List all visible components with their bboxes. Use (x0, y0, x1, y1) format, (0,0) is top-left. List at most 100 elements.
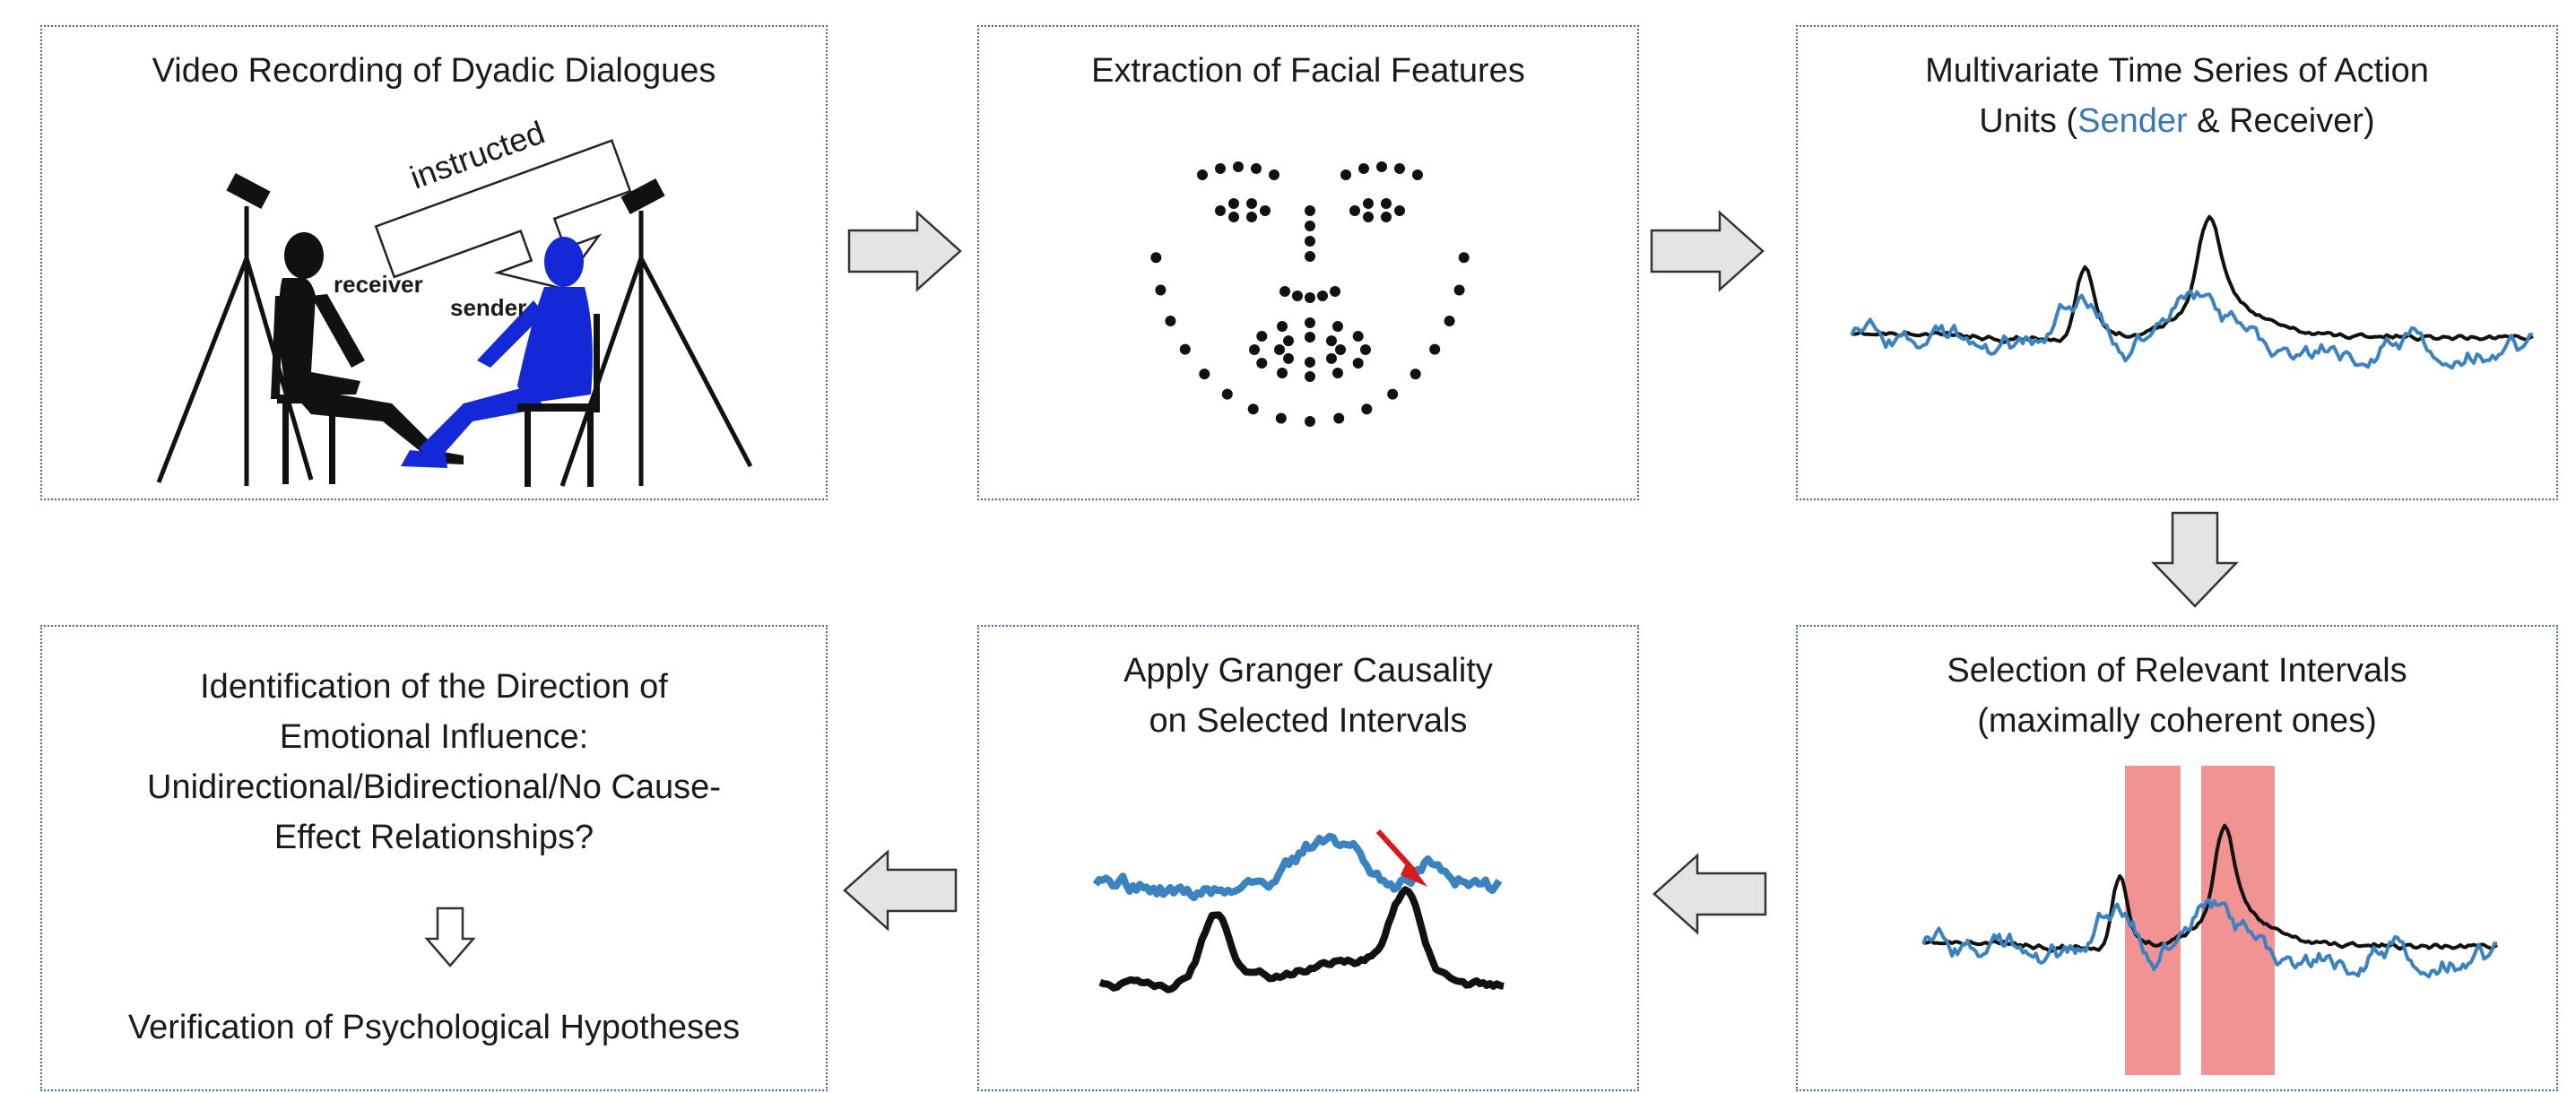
landmark-dot (1275, 412, 1287, 424)
landmark-dot (1444, 316, 1455, 326)
landmark-dot (1305, 292, 1315, 303)
identification-line4: Effect Relationships? (273, 819, 594, 856)
landmark-dot (1249, 344, 1260, 355)
landmark-dot (1233, 161, 1244, 172)
sender-series (1092, 832, 1503, 902)
landmark-dot (1332, 368, 1343, 378)
landmark-dot (1279, 286, 1290, 297)
landmark-dot (1335, 344, 1346, 355)
identification-line1: Identification of the Direction of (200, 668, 668, 706)
landmark-dot (1394, 205, 1405, 216)
right-arrow-icon (847, 210, 962, 292)
landmark-dot (1360, 344, 1371, 355)
panel-title-line1: Multivariate Time Series of Action (1925, 52, 2429, 90)
receiver-figure (271, 232, 464, 484)
landmark-dot (1340, 169, 1351, 180)
panel-title: Video Recording of Dyadic Dialogues (152, 52, 716, 90)
landmark-dot (1376, 161, 1387, 172)
sender-label: sender (450, 294, 527, 321)
landmark-dot (1458, 252, 1470, 264)
panel-identification: Identification of the Direction of Emoti… (40, 625, 828, 1091)
landmark-dot (1305, 251, 1315, 262)
landmark-dot (1409, 369, 1421, 380)
receiver-series (1922, 823, 2499, 953)
landmark-dot (1277, 321, 1288, 332)
dyadic-recording-illustration (156, 139, 753, 487)
identification-line2: Emotional Influence: (279, 718, 589, 756)
landmark-dot (1251, 163, 1262, 174)
panel-video-recording: Video Recording of Dyadic Dialogues (40, 25, 828, 500)
panel-title-line2: Units (Sender & Receiver) (1979, 102, 2375, 140)
sender-chair (517, 314, 600, 487)
landmark-dot (1352, 358, 1364, 369)
landmark-dot (1256, 331, 1268, 342)
landmark-dot (1317, 291, 1328, 301)
landmark-dot (1358, 163, 1369, 174)
panel-granger-causality: Apply Granger Causality on Selected Inte… (977, 625, 1639, 1091)
landmark-dot (1246, 198, 1257, 209)
landmark-dot (1381, 212, 1392, 222)
multivariate-time-series-plot (1850, 214, 2534, 370)
selected-interval-2 (2201, 766, 2275, 1075)
landmark-dot (1332, 321, 1343, 332)
right-camera-icon (559, 178, 753, 487)
verification-text: Verification of Psychological Hypotheses (127, 1009, 741, 1046)
panel-time-series: Multivariate Time Series of Action Units… (1796, 25, 2558, 500)
left-arrow-icon (843, 849, 958, 932)
landmark-dot (1387, 388, 1399, 400)
right-arrow-icon (1650, 210, 1765, 292)
landmark-dot (1305, 317, 1315, 328)
landmark-dot (1326, 335, 1337, 347)
landmark-dot (1363, 198, 1374, 209)
landmark-dot (1412, 169, 1423, 180)
landmark-dot (1256, 358, 1268, 369)
sender-legend-label: Sender (2077, 102, 2188, 140)
landmark-dot (1305, 236, 1315, 247)
landmark-dot (1283, 352, 1294, 364)
landmark-dot (1453, 284, 1465, 296)
facial-landmarks-illustration (1150, 161, 1470, 427)
left-arrow-icon (1652, 853, 1767, 935)
sender-figure (401, 237, 593, 468)
landmark-dot (1381, 198, 1392, 209)
landmark-dot (1305, 357, 1315, 368)
landmark-dot (1215, 163, 1226, 174)
landmark-dot (1305, 371, 1315, 382)
selected-intervals-plot (1921, 766, 2499, 1075)
landmark-dot (1179, 343, 1191, 355)
landmark-dot (1247, 403, 1259, 415)
left-camera-icon (156, 172, 314, 486)
landmark-dot (1349, 205, 1360, 216)
landmark-dot (1274, 344, 1285, 355)
landmark-dot (1283, 335, 1294, 347)
panel-interval-selection: Selection of Relevant Intervals (maximal… (1796, 625, 2558, 1091)
receiver-label: receiver (334, 271, 423, 298)
landmark-dot (1260, 205, 1271, 216)
landmark-dot (1429, 343, 1441, 355)
landmark-dot (1199, 369, 1210, 380)
sender-series (1850, 289, 2534, 370)
panel-title-line1: Apply Granger Causality (1123, 652, 1493, 690)
landmark-dot (1277, 368, 1288, 378)
landmark-dot (1330, 286, 1340, 297)
landmark-dot (1150, 252, 1162, 264)
landmark-dot (1197, 169, 1208, 180)
panel-title: Extraction of Facial Features (1091, 52, 1525, 90)
landmark-dot (1269, 169, 1279, 180)
identification-line3: Unidirectional/Bidirectional/No Cause- (147, 768, 721, 806)
landmark-dot (1155, 284, 1167, 296)
landmark-dots (1150, 161, 1470, 427)
receiver-series (1098, 886, 1505, 993)
landmark-dot (1292, 291, 1303, 301)
landmark-dot (1246, 212, 1257, 222)
landmark-dot (1221, 388, 1233, 400)
receiver-series (1851, 214, 2534, 344)
landmark-dot (1363, 212, 1374, 222)
landmark-dot (1305, 205, 1315, 216)
landmark-dot (1333, 412, 1345, 424)
panel-facial-features: Extraction of Facial Features (977, 25, 1639, 500)
landmark-dot (1326, 352, 1337, 364)
panel-title-line1: Selection of Relevant Intervals (1947, 652, 2407, 690)
landmark-dot (1165, 316, 1176, 326)
small-down-arrow-icon (424, 906, 476, 967)
